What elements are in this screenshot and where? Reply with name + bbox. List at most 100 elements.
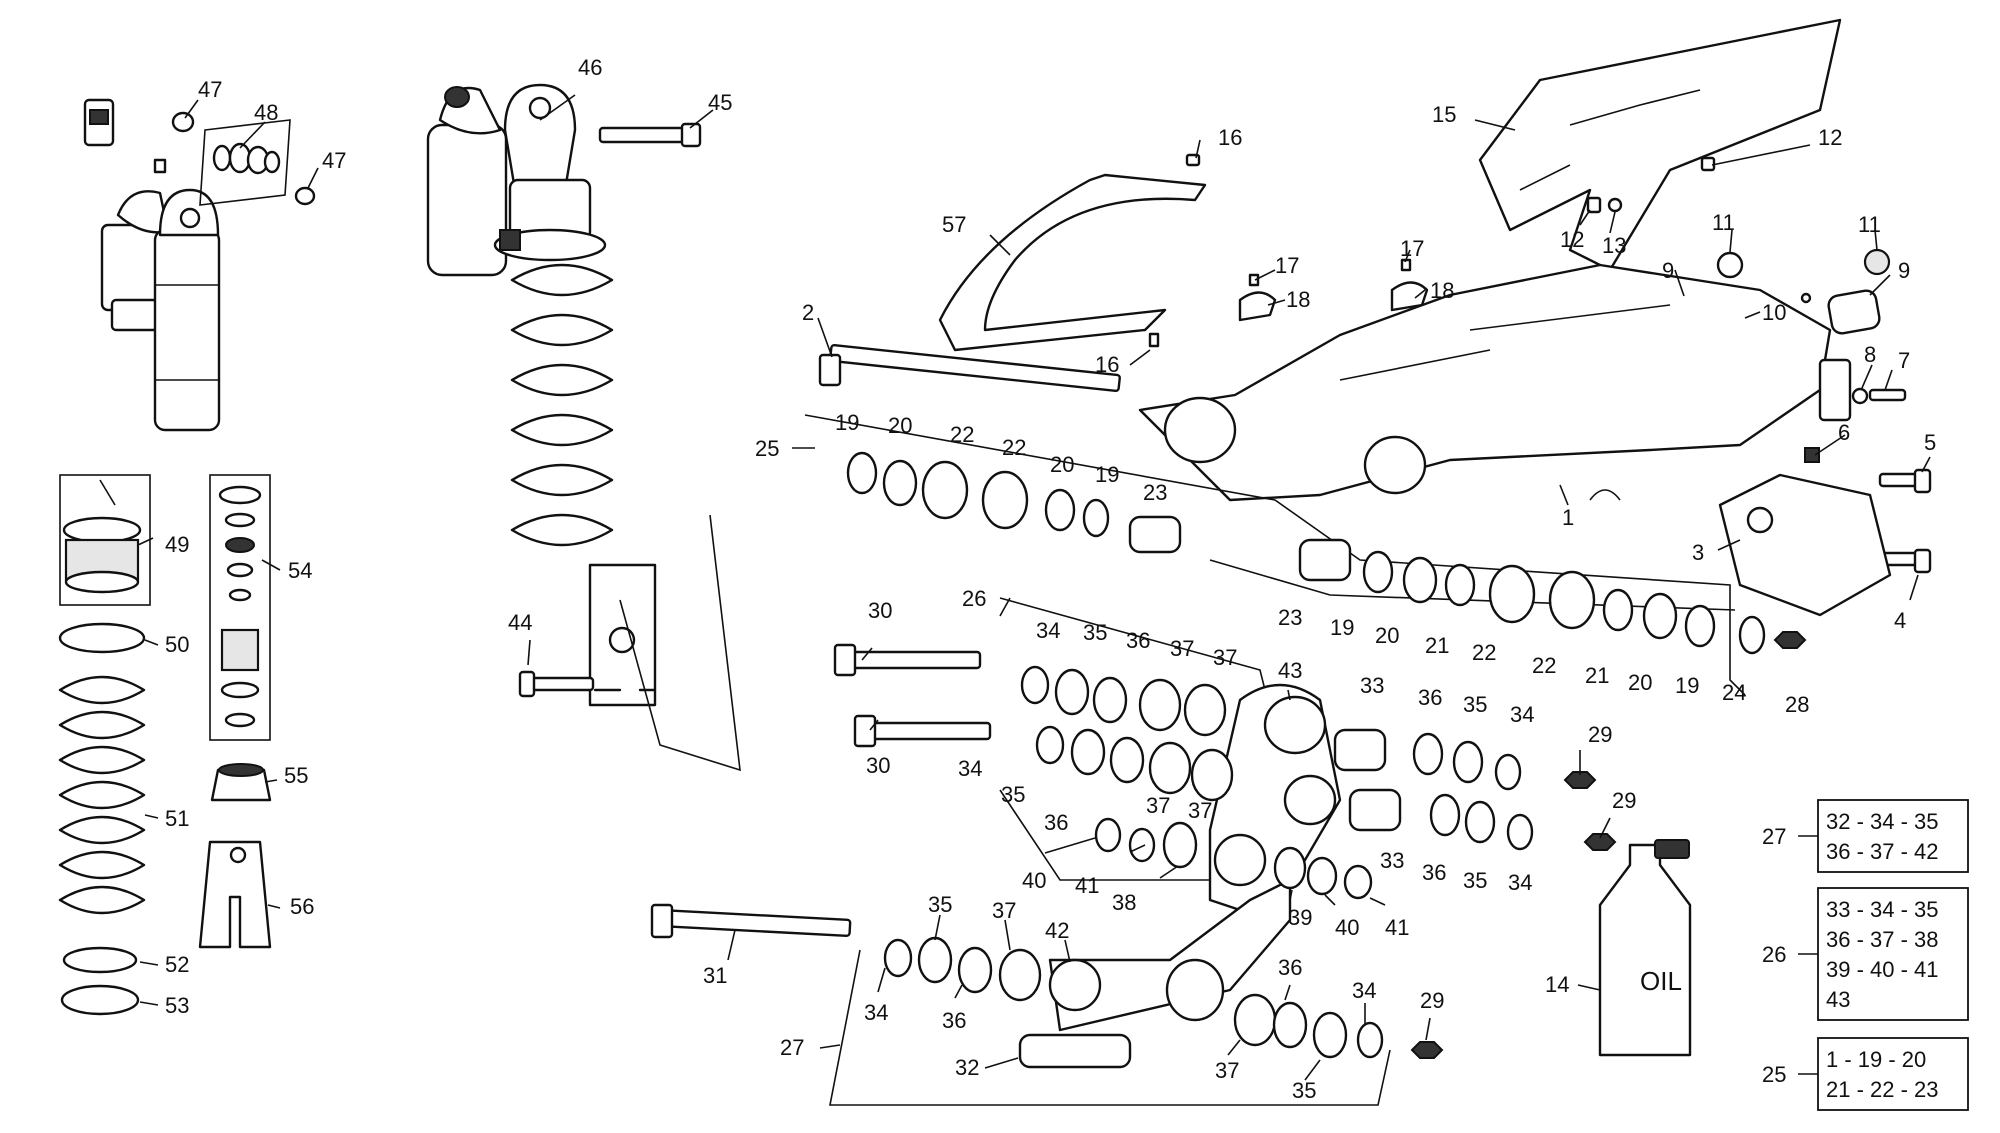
callout-45: 45: [708, 90, 732, 115]
spring-51: [58, 675, 146, 915]
callout-16: 16: [1095, 352, 1119, 377]
shock-to-linkage-line: [619, 514, 741, 772]
callout-20: 20: [1375, 623, 1399, 648]
callout-37: 37: [1215, 1058, 1239, 1083]
kit-line: 36 - 37 - 38: [1826, 927, 1939, 952]
callout-9: 9: [1898, 258, 1910, 283]
clevis-56: [198, 840, 272, 949]
callout-43: 43: [1278, 658, 1302, 683]
callout-42: 42: [1045, 918, 1069, 943]
washer-50: [58, 622, 146, 654]
callout-49: 49: [165, 532, 189, 557]
kit-label-26: 26: [1762, 942, 1786, 967]
callout-34: 34: [864, 1000, 888, 1025]
callout-21: 21: [1425, 633, 1449, 658]
oil-label: OIL: [1640, 966, 1682, 996]
callout-57: 57: [942, 212, 966, 237]
linkage-bearings-row-2: [1035, 725, 1617, 851]
kit-line: 36 - 37 - 42: [1826, 839, 1939, 864]
callout-25: 25: [755, 436, 779, 461]
callout-18: 18: [1286, 287, 1310, 312]
callout-5: 5: [1924, 430, 1936, 455]
kit-label-25: 25: [1762, 1062, 1786, 1087]
shims-set-48: [171, 111, 316, 206]
swingarm-bearing-kit-row-top: [804, 414, 1746, 696]
callout-12: 12: [1818, 125, 1842, 150]
callout-31: 31: [703, 963, 727, 988]
callout-34: 34: [1508, 870, 1532, 895]
callout-38: 38: [1112, 890, 1136, 915]
callout-37: 37: [1213, 645, 1237, 670]
callout-29: 29: [1420, 988, 1444, 1013]
seal-kit-54: [209, 474, 271, 741]
callout-34: 34: [1510, 702, 1534, 727]
bump-rubber-55: [210, 763, 272, 802]
callout-35: 35: [1463, 868, 1487, 893]
linkage-bolts-30-31: [650, 643, 992, 939]
callout-11: 11: [1858, 212, 1881, 237]
swingarm-bearing-kit-row-bottom: [1298, 538, 1807, 655]
callout-53: 53: [165, 993, 189, 1018]
link-rod-42: [1048, 878, 1292, 1032]
linkage-bearings-row-3: [1094, 817, 1373, 900]
link-rod-bearings-row: [829, 936, 1444, 1106]
callout-32: 32: [955, 1055, 979, 1080]
callout-35: 35: [1292, 1078, 1316, 1103]
callout-6: 6: [1838, 420, 1850, 445]
callout-36: 36: [1418, 685, 1442, 710]
callout-11: 11: [1712, 210, 1735, 235]
callout-35: 35: [1001, 782, 1025, 807]
callout-44: 44: [508, 610, 532, 635]
callout-13: 13: [1602, 233, 1626, 258]
callout-39: 39: [1288, 905, 1312, 930]
callout-54: 54: [288, 558, 312, 583]
callout-37: 37: [1146, 793, 1170, 818]
callout-12: 12: [1560, 227, 1584, 252]
callout-7: 7: [1898, 348, 1910, 373]
callout-41: 41: [1385, 915, 1409, 940]
callout-26: 26: [962, 586, 986, 611]
kit-label-27: 27: [1762, 824, 1786, 849]
kit-line: 33 - 34 - 35: [1826, 897, 1939, 922]
callout-37: 37: [1170, 636, 1194, 661]
callout-19: 19: [1330, 615, 1354, 640]
callout-37: 37: [1188, 798, 1212, 823]
callout-19: 19: [1095, 462, 1119, 487]
kit-line: 39 - 40 - 41: [1826, 957, 1939, 982]
brake-caliper-bracket-3-6: [1718, 447, 1892, 617]
callout-27: 27: [780, 1035, 804, 1060]
kit-box-27: [1817, 799, 1969, 873]
retainer-53: [60, 984, 140, 1016]
callout-18: 18: [1430, 278, 1454, 303]
shock-absorber-46: [426, 83, 657, 707]
callout-37: 37: [992, 898, 1016, 923]
callout-56: 56: [290, 894, 314, 919]
callout-19: 19: [1675, 673, 1699, 698]
callout-35: 35: [1083, 620, 1107, 645]
callout-20: 20: [888, 413, 912, 438]
kit-line: 1 - 19 - 20: [1826, 1047, 1926, 1072]
callout-28: 28: [1785, 692, 1809, 717]
callout-1: 1: [1562, 505, 1574, 530]
callout-40: 40: [1335, 915, 1359, 940]
callout-23: 23: [1278, 605, 1302, 630]
oil-bottle-14: OIL: [1598, 839, 1692, 1057]
callout-30: 30: [866, 753, 890, 778]
callout-36: 36: [942, 1008, 966, 1033]
callout-24: 24: [1722, 680, 1746, 705]
callout-20: 20: [1628, 670, 1652, 695]
callout-10: 10: [1762, 300, 1786, 325]
chain-guard-15: [1478, 18, 1842, 272]
swingarm-1: [1138, 263, 1852, 502]
leader-lines: [137, 94, 1931, 1081]
swingarm-to-bushings-line: [1209, 559, 1736, 611]
callout-34: 34: [958, 756, 982, 781]
callout-21: 21: [1585, 663, 1609, 688]
kit-box-25: [1817, 1037, 1969, 1111]
callout-33: 33: [1380, 848, 1404, 873]
callout-9: 9: [1662, 258, 1674, 283]
linkage-bearings-row-1: [1020, 665, 1597, 791]
callout-22: 22: [950, 422, 974, 447]
callout-51: 51: [165, 806, 189, 831]
